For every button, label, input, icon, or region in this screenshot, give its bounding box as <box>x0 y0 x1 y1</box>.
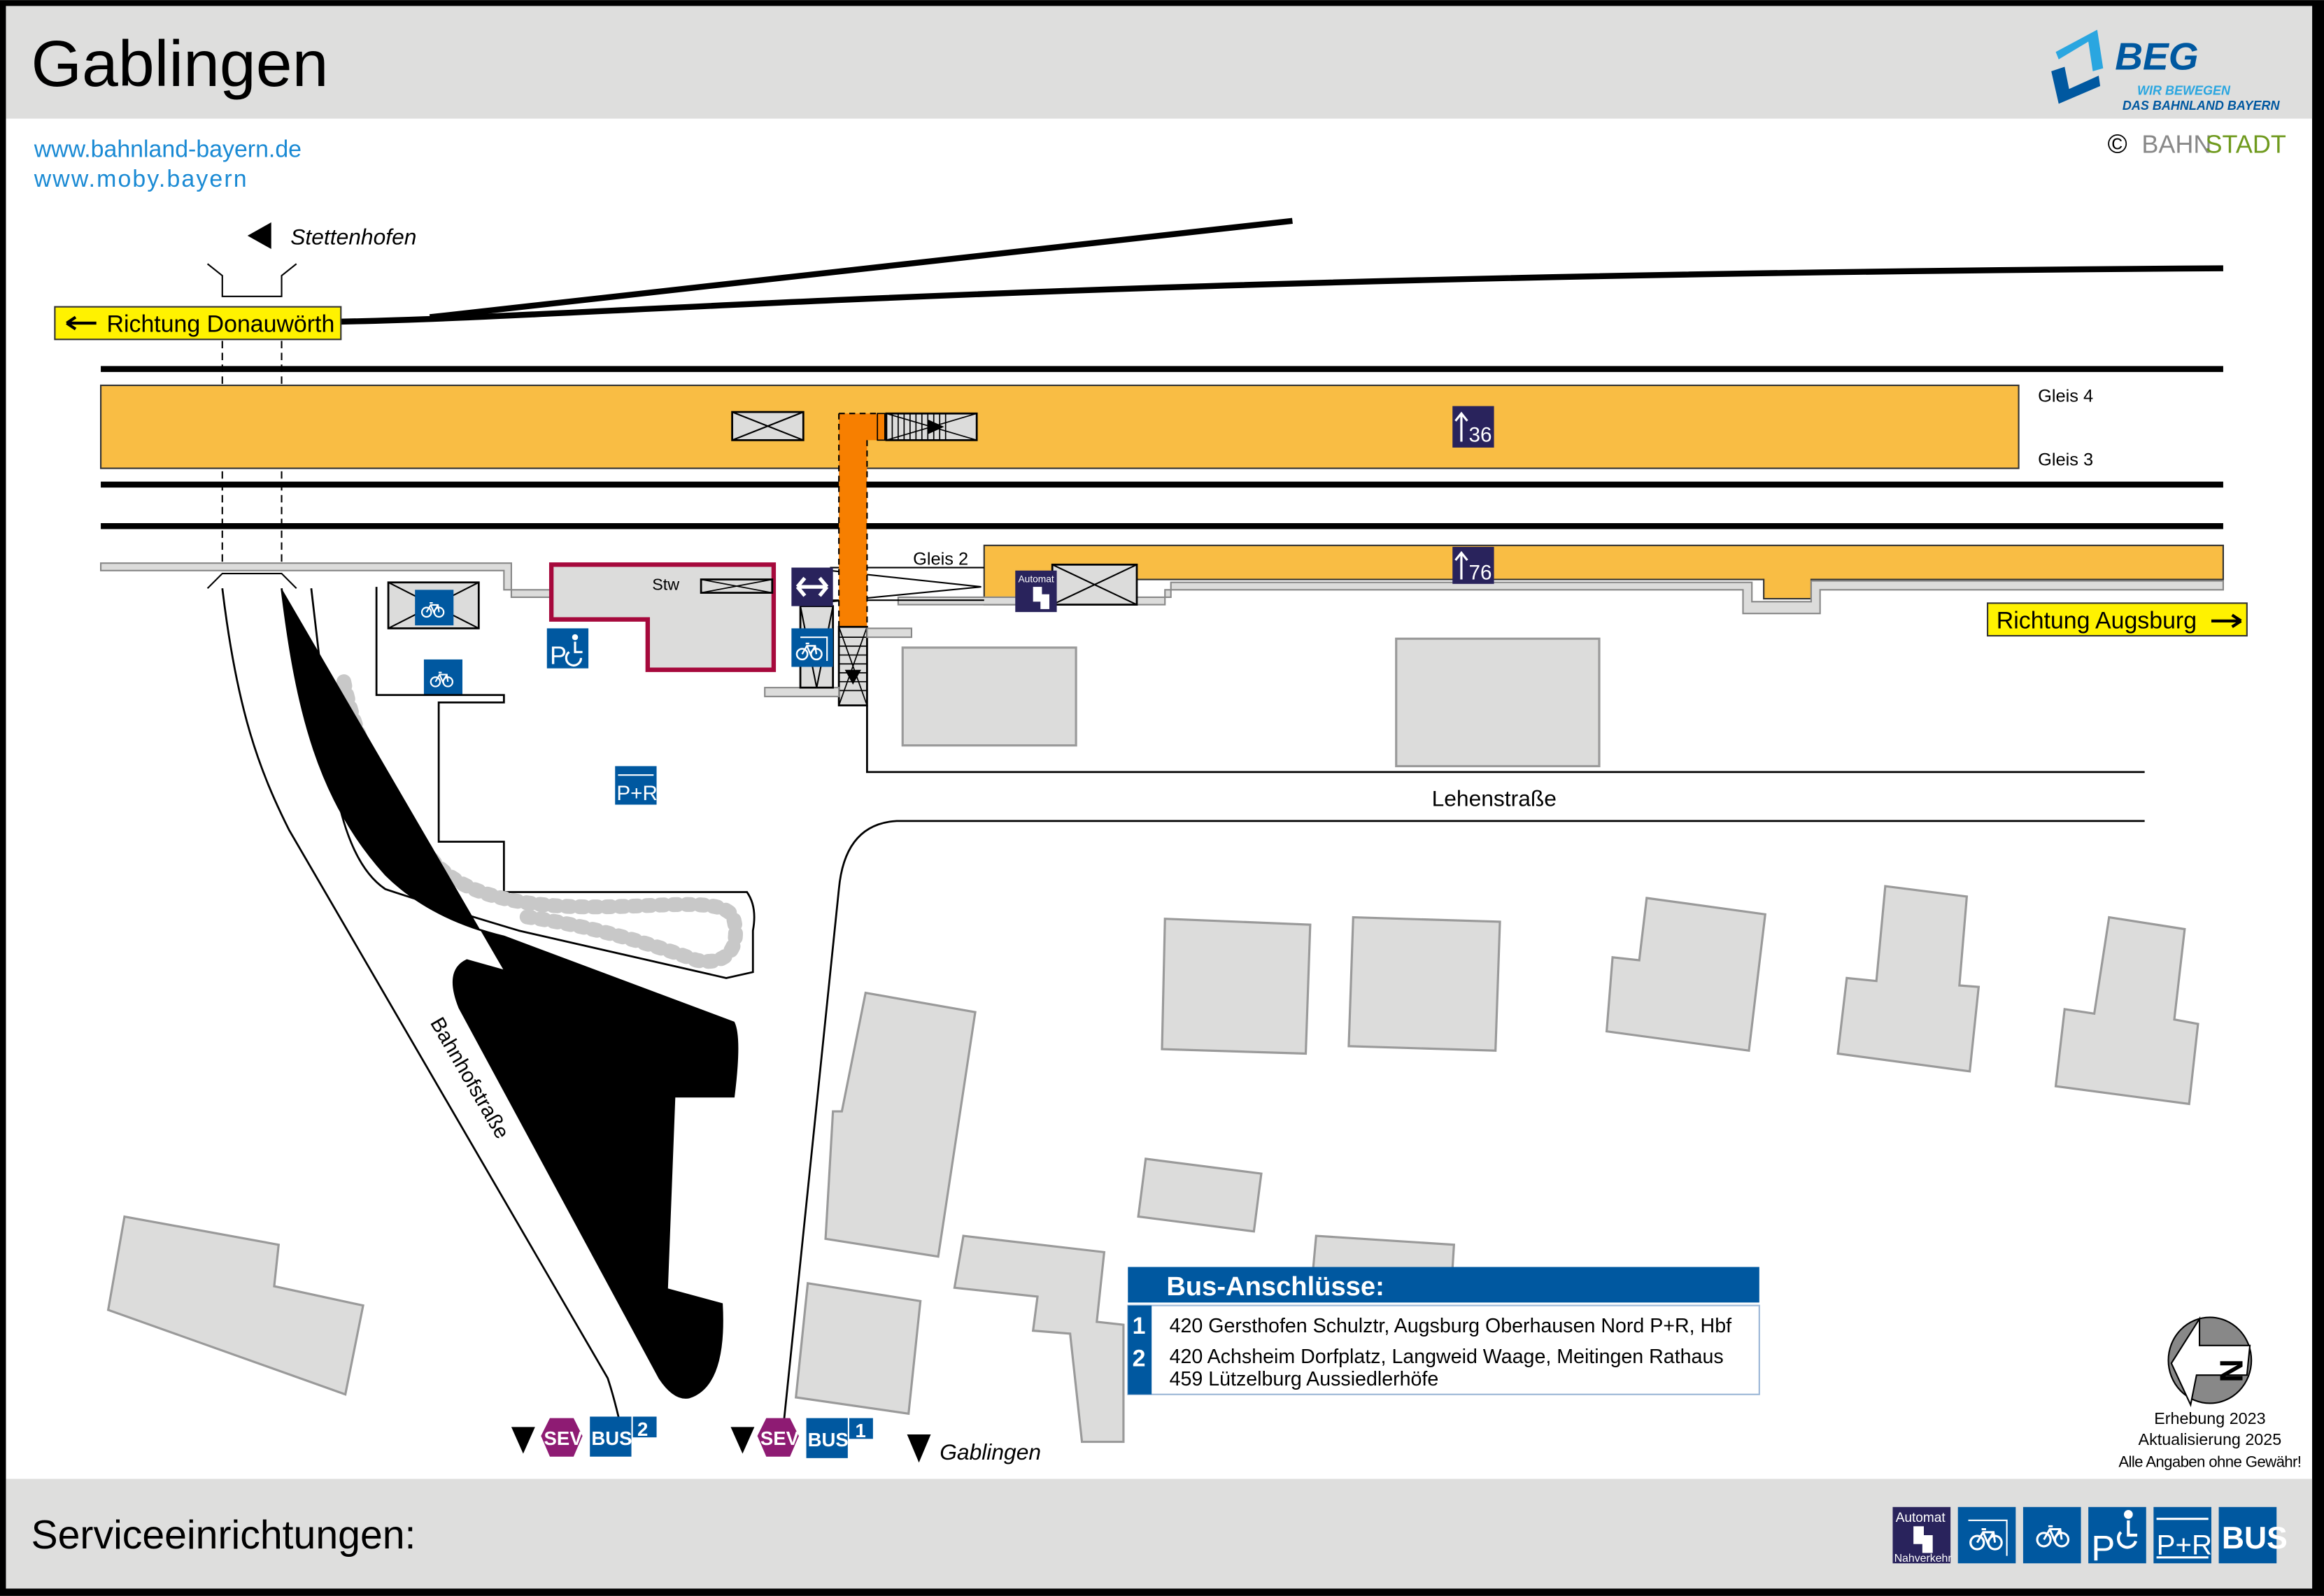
svg-text:Richtung Donauwörth: Richtung Donauwörth <box>107 311 335 338</box>
svg-text:SEV: SEV <box>760 1427 800 1449</box>
svg-text:SEV: SEV <box>544 1427 583 1449</box>
bus-icon: BUS <box>2218 1506 2288 1564</box>
direction-triangle-icon <box>247 222 271 250</box>
svg-text:P+R: P+R <box>616 782 658 805</box>
svg-text:©: © <box>2108 129 2127 159</box>
bus-stop-2: SEV BUS 2 <box>511 1416 657 1457</box>
stairs-platform-3-4 <box>885 412 978 441</box>
svg-text:BAHN: BAHN <box>2141 129 2211 158</box>
svg-text:P: P <box>2091 1528 2115 1568</box>
bus-connection-row: 420 Achsheim Dorfplatz, Langweid Waage, … <box>1170 1346 1724 1368</box>
bus-connection-row: 459 Lützelburg Aussiedlerhöfe <box>1170 1368 1439 1390</box>
svg-text:Automat: Automat <box>1018 574 1054 585</box>
svg-text:BEG: BEG <box>2115 35 2198 78</box>
bus-stop-gablingen-label: Gablingen <box>940 1439 1041 1465</box>
disabled-parking-icon: P <box>2088 1506 2146 1568</box>
buildings <box>106 637 2199 1444</box>
svg-text:P+R: P+R <box>2157 1530 2212 1561</box>
svg-text:BUS: BUS <box>591 1427 632 1449</box>
svg-text:Automat: Automat <box>1896 1511 1946 1525</box>
gleis-4-label: Gleis 4 <box>2038 386 2093 406</box>
header-band <box>6 6 2313 119</box>
walkway <box>897 580 2224 615</box>
svg-text:2: 2 <box>637 1418 648 1440</box>
arrow-left-icon <box>66 315 97 331</box>
link-moby-bayern[interactable]: www.moby.bayern <box>34 166 248 192</box>
shelter-platform-3-4 <box>731 411 805 441</box>
covered-bike-parking-map-icon <box>791 628 833 667</box>
stw-label: Stw <box>652 575 679 593</box>
arrow-right-icon <box>2211 613 2242 629</box>
bus-connections-title: Bus-Anschlüsse: <box>1166 1271 1384 1302</box>
svg-text:1: 1 <box>1133 1313 1146 1339</box>
gleis-3-label: Gleis 3 <box>2038 450 2093 469</box>
covered-bike-parking-icon <box>1957 1506 2016 1564</box>
park-and-ride-icon: P+R <box>2153 1506 2212 1564</box>
tracks <box>101 218 2223 529</box>
direction-donauwoerth: Richtung Donauwörth <box>54 306 342 341</box>
svg-text:STADT: STADT <box>2206 129 2286 158</box>
svg-text:DAS BAHNLAND BAYERN: DAS BAHNLAND BAYERN <box>2123 99 2281 113</box>
stettenhofen-label: Stettenhofen <box>290 225 416 250</box>
svg-text:76: 76 <box>1469 562 1492 585</box>
roads <box>221 588 2145 1435</box>
road-bridge <box>206 263 297 589</box>
ticket-machine-map-icon: Automat <box>1015 570 1057 613</box>
bus-connections-panel: Bus-Anschlüsse: 1 420 Gersthofen Schulzt… <box>1127 1267 1760 1395</box>
bike-parking-icon <box>2022 1506 2081 1564</box>
platform-length-36: 36 <box>1452 406 1494 448</box>
bus-stop-marker-icon <box>907 1434 931 1463</box>
svg-text:WIR BEWEGEN: WIR BEWEGEN <box>2137 84 2231 98</box>
survey-date: Erhebung 2023 <box>2154 1409 2265 1427</box>
update-date: Aktualisierung 2025 <box>2139 1430 2282 1448</box>
park-and-ride-map-icon: P+R <box>615 766 658 805</box>
two-way-arrow-icon <box>791 567 833 606</box>
svg-text:Richtung Augsburg: Richtung Augsburg <box>1997 607 2197 634</box>
svg-text:N: N <box>2213 1359 2249 1383</box>
stairs-underpass <box>837 625 868 706</box>
street-lehenstrasse: Lehenstraße <box>1432 786 1557 811</box>
svg-text:2: 2 <box>1133 1345 1146 1371</box>
link-bahnland-bayern[interactable]: www.bahnland-bayern.de <box>34 136 302 163</box>
svg-text:Nahverkehr: Nahverkehr <box>1894 1553 1953 1565</box>
compass-north-icon: N <box>2167 1316 2253 1407</box>
disabled-parking-map-icon: P <box>546 628 589 669</box>
bus-connection-row: 420 Gersthofen Schulztr, Augsburg Oberha… <box>1170 1315 1732 1337</box>
shelter-platform-2 <box>1051 563 1138 606</box>
svg-text:P: P <box>550 641 567 669</box>
services-title: Serviceeinrichtungen: <box>31 1513 416 1558</box>
bahnstadt-copyright: © BAHN STADT <box>2108 129 2286 159</box>
platform-gleis-3-4 <box>100 384 2020 469</box>
bus-stop-1: SEV BUS 1 <box>730 1418 873 1458</box>
svg-text:BUS: BUS <box>2222 1521 2288 1555</box>
underpass <box>839 413 878 697</box>
page-title: Gablingen <box>31 27 328 100</box>
svg-text:1: 1 <box>855 1420 865 1441</box>
disclaimer: Alle Angaben ohne Gewähr! <box>2118 1453 2301 1471</box>
direction-augsburg: Richtung Augsburg <box>1987 602 2248 637</box>
platform-length-76: 76 <box>1452 546 1494 585</box>
bike-shelter <box>387 581 480 629</box>
beg-logo: BEG WIR BEWEGEN DAS BAHNLAND BAYERN <box>2051 29 2281 113</box>
svg-text:36: 36 <box>1469 423 1492 446</box>
bike-parking-map-icon <box>423 659 463 695</box>
gleis-2-label: Gleis 2 <box>913 549 968 569</box>
svg-text:BUS: BUS <box>808 1429 849 1451</box>
ticket-machine-icon: Automat Nahverkehr <box>1892 1506 1953 1565</box>
